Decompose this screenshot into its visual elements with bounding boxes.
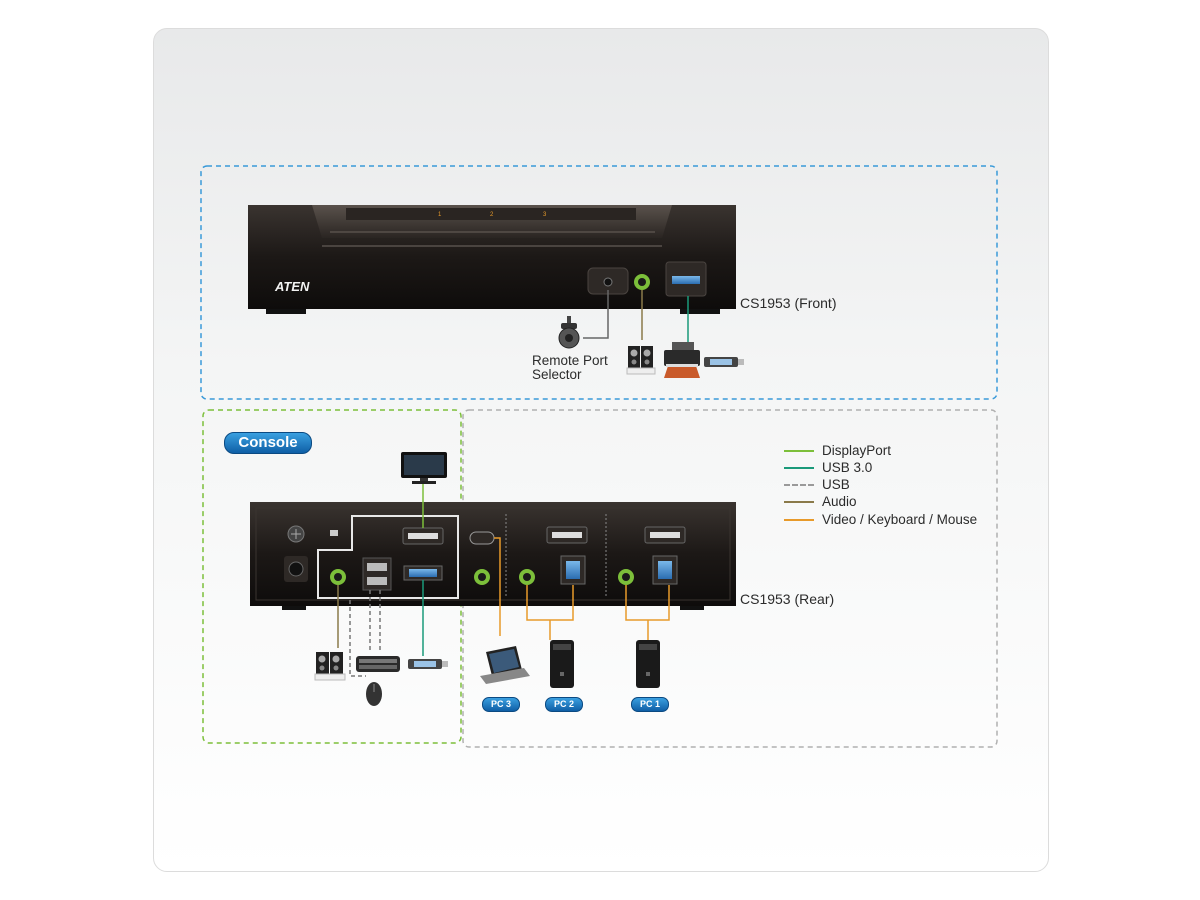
legend-label: Audio — [822, 494, 857, 509]
mouse-icon — [366, 682, 382, 706]
speakers-icon — [314, 652, 346, 681]
legend-swatch — [784, 483, 814, 486]
monitor-icon — [401, 452, 447, 484]
front-model-label: CS1953 (Front) — [740, 295, 837, 311]
legend-swatch — [784, 449, 814, 452]
legend-label: USB 3.0 — [822, 460, 873, 475]
front-port-number: 3 — [543, 212, 547, 218]
usb-stick-icon — [408, 659, 448, 669]
legend-item: Video / Keyboard / Mouse — [784, 512, 977, 527]
laptop-icon — [480, 646, 530, 684]
speakers-icon — [626, 346, 656, 375]
rear-device — [250, 502, 736, 610]
rear-model-label: CS1953 (Rear) — [740, 591, 835, 607]
aten-logo: ATEN — [274, 279, 310, 294]
legend-swatch — [784, 500, 814, 503]
front-section-frame — [200, 165, 998, 400]
legend-item: DisplayPort — [784, 443, 891, 458]
front-device — [248, 205, 736, 314]
legend-label: Video / Keyboard / Mouse — [822, 512, 978, 527]
pc-badge: PC 3 — [482, 697, 521, 712]
legend-item: Audio — [784, 494, 857, 509]
front-port-number: 1 — [438, 212, 442, 218]
console-badge: Console — [224, 432, 312, 454]
legend-swatch — [784, 518, 814, 521]
pc-badge: PC 2 — [545, 697, 584, 712]
pc-badge: PC 1 — [631, 697, 670, 712]
remote-port-label-line: Remote Port — [532, 353, 608, 368]
legend-swatch — [784, 466, 814, 469]
front-port-number: 2 — [490, 212, 494, 218]
keyboard-icon — [356, 656, 400, 672]
legend-item: USB 3.0 — [784, 460, 872, 475]
legend-label: DisplayPort — [822, 443, 892, 458]
printer-icon — [664, 342, 700, 378]
desktop-tower-icon — [636, 640, 660, 688]
remote-port-label: Remote Port Selector — [532, 354, 608, 382]
remote-port-selector-icon — [558, 316, 580, 349]
legend-label: USB — [822, 477, 850, 492]
remote-port-label-line: Selector — [532, 367, 582, 382]
usb-stick-icon — [704, 357, 744, 367]
legend-item: USB — [784, 477, 850, 492]
desktop-tower-icon — [550, 640, 574, 688]
